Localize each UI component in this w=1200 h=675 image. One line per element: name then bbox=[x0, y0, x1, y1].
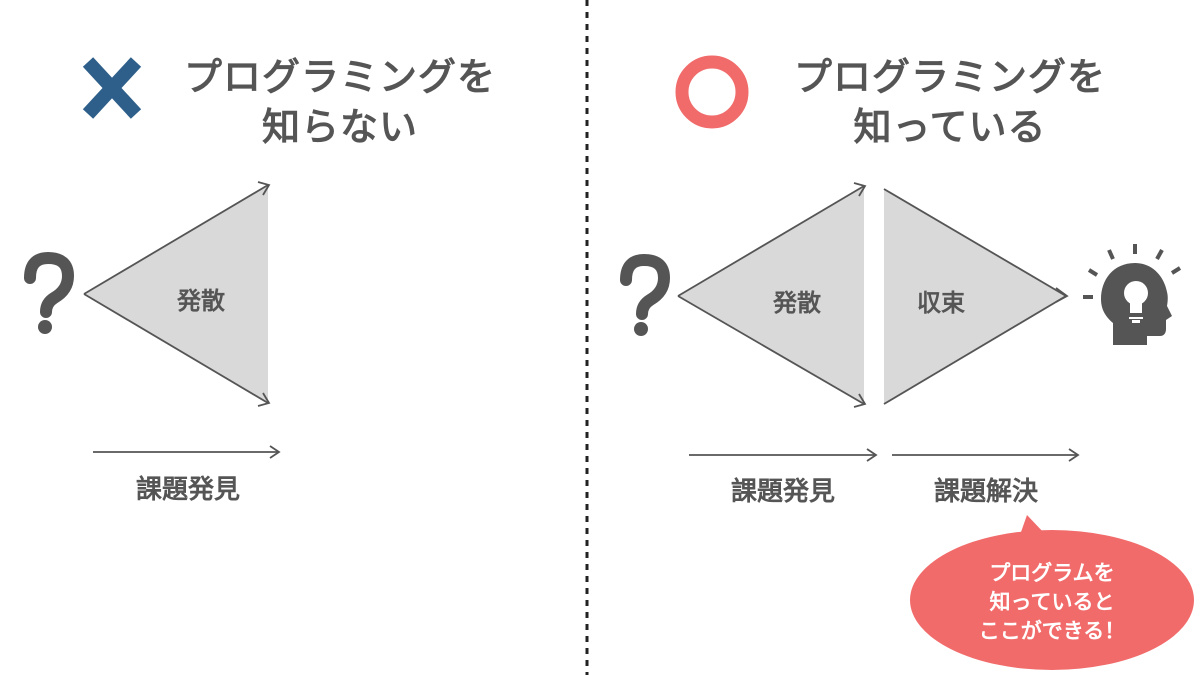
right-title-line1: プログラミングを bbox=[793, 54, 1106, 99]
left-diverge-label: 発散 bbox=[177, 286, 225, 315]
discovery-arrow-right bbox=[689, 448, 878, 462]
bubble-text: プログラムを 知っていると ここができる！ bbox=[952, 558, 1152, 645]
question-mark-icon bbox=[24, 251, 75, 334]
bubble-line1: プログラムを bbox=[989, 560, 1115, 585]
right-discovery-caption: 課題発見 bbox=[730, 477, 835, 507]
converge-label: 収束 bbox=[917, 288, 965, 317]
left-discovery-caption: 課題発見 bbox=[135, 475, 240, 505]
bubble-line3: ここができる！ bbox=[978, 618, 1126, 643]
right-title-line2: 知っている bbox=[853, 104, 1047, 149]
question-mark-icon bbox=[620, 253, 671, 336]
bubble-line2: 知っていると bbox=[989, 589, 1115, 614]
left-title: プログラミングを 知らない bbox=[160, 52, 520, 152]
diverge-triangle-right bbox=[677, 182, 867, 408]
speech-bubble bbox=[910, 515, 1194, 670]
right-diverge-label: 発散 bbox=[773, 288, 821, 317]
solution-caption: 課題解決 bbox=[933, 477, 1038, 507]
diverge-triangle-left bbox=[83, 181, 271, 407]
lightbulb-head-icon bbox=[1083, 244, 1182, 345]
solution-arrow bbox=[892, 448, 1080, 462]
circle-mark-icon bbox=[675, 55, 749, 129]
cross-mark-icon bbox=[82, 57, 142, 119]
left-title-line2: 知らない bbox=[261, 104, 418, 149]
right-title: プログラミングを 知っている bbox=[770, 52, 1130, 152]
discovery-arrow-left bbox=[93, 445, 281, 459]
left-title-line1: プログラミングを bbox=[183, 54, 496, 99]
converge-triangle bbox=[883, 188, 1069, 405]
